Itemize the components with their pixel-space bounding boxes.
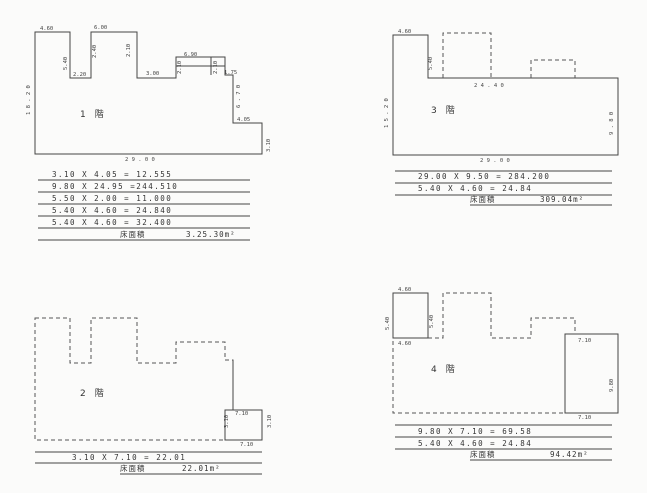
- floor4-right-room: [564, 333, 619, 414]
- floor1-dim-bottom: 2 9 . 0 0: [125, 157, 155, 163]
- floor1-dim-left: 1 8 . 2 0: [26, 85, 32, 115]
- floor3-calc-table: 29.00 X 9.50 = 284.200 5.40 X 4.60 = 24.…: [395, 170, 612, 206]
- floor1-dim-notch-bottom: 2.20: [73, 72, 86, 78]
- floor1-outline: [34, 31, 263, 155]
- floor4-plan: 4.60 5.40 5.40 4.60 7.10 9.80 7.10 4 階: [385, 287, 619, 421]
- floor3-calc-row: 29.00 X 9.50 = 284.200: [418, 172, 550, 181]
- floor4-dim-notch: 5.40: [429, 315, 435, 328]
- floor2-calc-row: 3.10 X 7.10 = 22.01: [72, 453, 186, 462]
- floor1-calc-row: 5.50 X 2.00 = 11.000: [52, 194, 172, 203]
- floor3-dim-right: 9 . 8 0: [609, 112, 615, 135]
- floor2-total-value: 22.01m²: [182, 464, 221, 473]
- floor2-dim-box-bottom: 7.10: [240, 442, 253, 448]
- floor4-calc-row: 9.80 X 7.10 = 69.58: [418, 427, 532, 436]
- floor1-total-label: 床面積: [120, 229, 146, 239]
- floor4-label: 4 階: [431, 364, 455, 375]
- floor2-outline-solid: [224, 409, 263, 441]
- floor2-dim-box-side: 3.10: [224, 415, 230, 428]
- floor3-dim-bottom: 2 9 . 0 0: [480, 158, 510, 164]
- floor3-total-value: 309.04m²: [540, 195, 584, 204]
- floor3-dim-notch: 5.40: [428, 57, 434, 70]
- floor2-dim-box-side-right: 3.10: [267, 415, 273, 428]
- floor4-total-label: 床面積: [470, 449, 496, 459]
- floor4-dim-box-bottom: 4.60: [398, 341, 411, 347]
- floor1-plan: 4.60 6.00 1 8 . 2 0 5.40 2.20 2.40 2.10 …: [26, 25, 272, 163]
- floor1-dim-top-left: 4.60: [40, 26, 53, 32]
- floor1-dim-right-c: 4.05: [237, 117, 250, 123]
- floor1-dim-notch3: 2.10: [126, 44, 132, 57]
- floor2-calc-table: 3.10 X 7.10 = 22.01 床面積 22.01m²: [35, 451, 262, 475]
- floor1-calc-table: 3.10 X 4.05 = 12.555 9.80 X 24.95 =244.5…: [38, 170, 250, 241]
- floor1-dim-top-mid: 6.00: [94, 25, 107, 31]
- floor1-label: 1 階: [80, 109, 104, 120]
- floor1-dim-step-b: 6.90: [184, 52, 197, 58]
- floor1-dim-step-mid: 3.00: [146, 71, 159, 77]
- floor1-dim-notch2: 2.40: [92, 45, 98, 58]
- floor1-calc-row: 3.10 X 4.05 = 12.555: [52, 170, 172, 179]
- floor4-calc-row: 5.40 X 4.60 = 24.84: [418, 439, 532, 448]
- floor4-dim-top-left: 4.60: [398, 287, 411, 293]
- floor1-dim-step-c: 2.10: [177, 61, 183, 74]
- floor1-dim-right-b: 6 . 7 0: [236, 85, 242, 108]
- floor3-calc-row: 5.40 X 4.60 = 24.84: [418, 184, 532, 193]
- floor1-dim-step-d: 2.10: [213, 61, 219, 74]
- floor1-calc-row: 5.40 X 4.60 = 24.840: [52, 206, 172, 215]
- floor4-stair-box: [392, 292, 429, 339]
- floor3-dim-mid: 2 4 . 4 0: [474, 83, 504, 89]
- floor1-total-value: 3.25.30m²: [186, 230, 236, 239]
- floor3-total-label: 床面積: [470, 194, 496, 204]
- floor2-dim-box-top: 7.10: [235, 411, 248, 417]
- floor1-dim-right-a: 1.75: [224, 70, 237, 76]
- floor1-dim-right-d: 3.10: [266, 139, 272, 152]
- floor2-label: 2 階: [80, 388, 104, 399]
- floor4-outline-dashed: [392, 292, 576, 414]
- floor3-outline: [392, 34, 619, 156]
- floor3-label: 3 階: [431, 105, 455, 116]
- floor3-plan: 4.60 1 5 . 2 0 5.40 2 4 . 4 0 9 . 8 0 2 …: [384, 29, 619, 164]
- floor2-plan: 7.10 3.10 3.10 7.10 2 階: [34, 317, 273, 448]
- floor1-calc-row: 9.80 X 24.95 =244.510: [52, 182, 178, 191]
- floor1-dim-notch-side: 5.40: [63, 57, 69, 70]
- floor4-dim-right-bottom: 7.10: [578, 415, 591, 421]
- floor4-dim-right-top: 7.10: [578, 338, 591, 344]
- floor2-total-label: 床面積: [120, 463, 146, 473]
- floor4-dim-left: 5.40: [385, 317, 391, 330]
- floor2-outline-dashed: [34, 317, 234, 441]
- floor4-dim-right-side: 9.80: [609, 379, 615, 392]
- floor1-calc-row: 5.40 X 4.60 = 32.400: [52, 218, 172, 227]
- floor3-dim-top-left: 4.60: [398, 29, 411, 35]
- floor4-total-value: 94.42m²: [550, 450, 589, 459]
- floor3-dim-left: 1 5 . 2 0: [384, 98, 390, 128]
- floor4-calc-table: 9.80 X 7.10 = 69.58 5.40 X 4.60 = 24.84 …: [395, 424, 612, 461]
